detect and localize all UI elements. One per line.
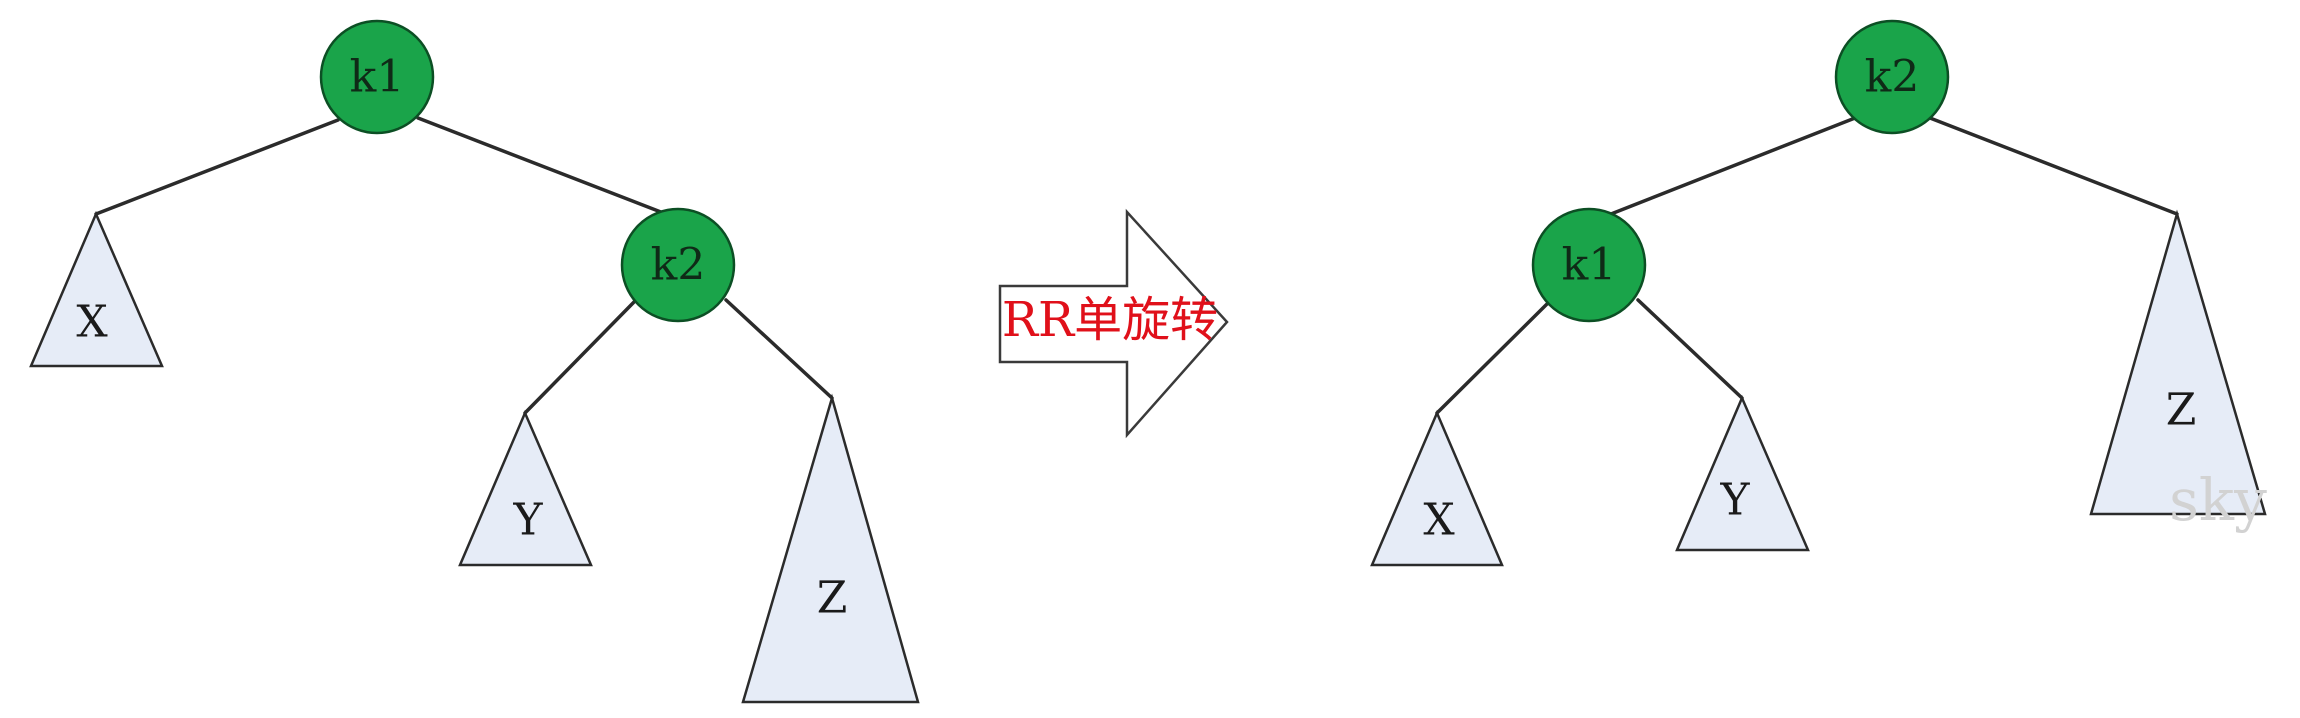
after-node-k2: k2 — [1834, 19, 1950, 135]
after-node-k1: k1 — [1531, 207, 1647, 323]
before-subtree-y-label: Y — [512, 495, 543, 546]
before-edge-k1-x — [94, 118, 340, 216]
after-edge-k1-x — [1435, 300, 1551, 415]
before-subtree-y: Y — [458, 409, 593, 567]
before-node-k2-label: k2 — [651, 240, 706, 291]
after-subtree-x-label: X — [1423, 495, 1455, 546]
after-edge-k2-k1 — [1609, 116, 1857, 216]
after-edge-k2-z — [1928, 116, 2179, 216]
after-tree: X Y Z k2 k1 — [1370, 19, 2267, 567]
after-edge-k1-y — [1636, 298, 1744, 400]
before-tree: X Y Z k1 k2 — [29, 19, 920, 704]
after-subtree-y: Y — [1675, 394, 1810, 552]
arrow-shape — [998, 208, 1229, 439]
after-node-k2-label: k2 — [1865, 52, 1920, 103]
rotation-arrow: RR单旋转 — [998, 208, 1229, 439]
before-node-k1-label: k1 — [350, 52, 405, 103]
before-edge-k1-k2 — [416, 116, 668, 216]
before-node-k2: k2 — [620, 207, 736, 323]
before-edge-k2-y — [523, 300, 636, 415]
before-subtree-x-label: X — [76, 297, 108, 348]
before-node-k1: k1 — [319, 19, 435, 135]
after-subtree-z-label: Z — [2166, 385, 2197, 436]
after-subtree-x: X — [1370, 409, 1504, 567]
after-node-k1-label: k1 — [1562, 240, 1617, 291]
before-subtree-z: Z — [741, 393, 920, 704]
before-edge-k2-z — [724, 298, 834, 400]
before-subtree-z-label: Z — [817, 573, 848, 624]
after-subtree-z: Z — [2089, 209, 2267, 516]
watermark: sky — [2169, 466, 2267, 534]
before-subtree-x: X — [29, 210, 164, 368]
after-subtree-y-label: Y — [1719, 475, 1750, 526]
rotation-arrow-label: RR单旋转 — [1002, 292, 1218, 348]
